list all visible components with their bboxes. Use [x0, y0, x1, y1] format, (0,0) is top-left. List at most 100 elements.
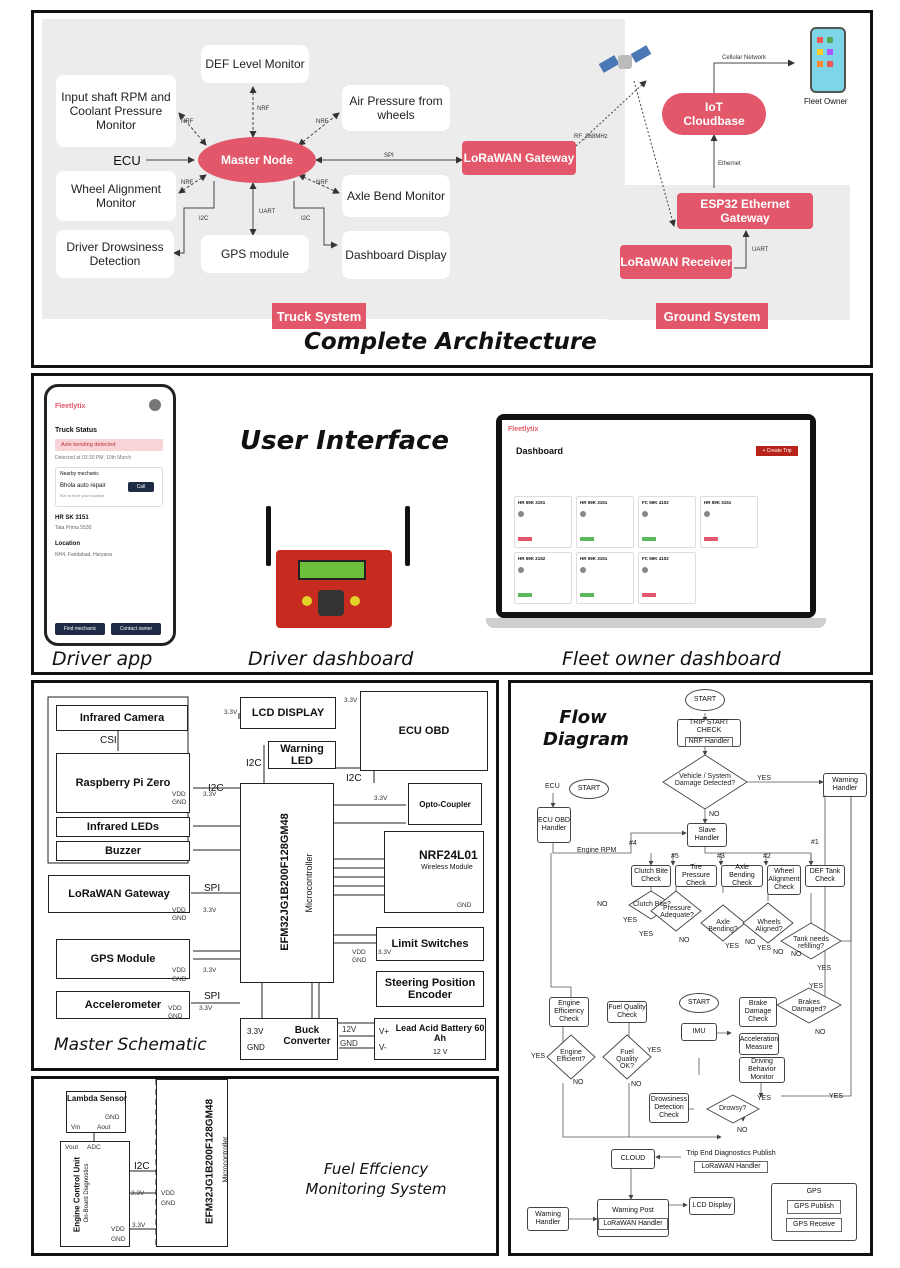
avatar [642, 511, 648, 517]
find-mechanic-button[interactable]: Find mechanic [55, 623, 105, 635]
no-label: NO [737, 1127, 748, 1134]
gps-block: GPS Module [56, 939, 190, 979]
no-label: NO [573, 1079, 584, 1086]
trip-start-node: TRIP START CHECK NRF Handler [677, 719, 741, 747]
yes-label: YES [531, 1053, 546, 1060]
buck-label: Buck Converter [283, 1025, 331, 1047]
create-trip-button[interactable]: + Create Trip [756, 446, 798, 456]
antenna-right-icon [405, 506, 410, 566]
axle-diamond [700, 904, 746, 942]
dashboard-display-node: Dashboard Display [342, 231, 450, 279]
avatar [704, 511, 710, 517]
gps-node: GPS module [201, 235, 309, 273]
mechanic-name: Bhola auto repair [60, 483, 106, 489]
accel-33v: 3.3V [199, 1005, 213, 1012]
spi-label: SPI [384, 153, 394, 159]
app-brand: Fleetlytix [55, 403, 86, 410]
flow-title: Flow Diagram [543, 707, 629, 750]
battery-vplus: V+ [379, 1027, 390, 1036]
lcd-display-node: LCD Display [689, 1197, 735, 1215]
yes-label: YES [647, 1047, 662, 1054]
lambda-gnd: GND [105, 1114, 120, 1121]
truck-card[interactable]: FC 59K 4102 [638, 552, 696, 604]
ethernet-label: Ethernet [718, 161, 741, 167]
battery-voltage: 12 V [433, 1049, 448, 1056]
air-pressure-node: Air Pressure from wheels [342, 85, 450, 131]
lora-handler-label: LoRaWAN Handler [694, 1160, 768, 1173]
wheel-alignment-node: Wheel Alignment Monitor [56, 171, 176, 221]
architecture-title: Complete Architecture [304, 329, 597, 355]
rf-label: RF_868MHz [574, 134, 608, 140]
flow-panel: Flow Diagram START TRIP START CHECK NRF … [508, 680, 873, 1256]
gps-publish-label: GPS Publish [787, 1200, 841, 1214]
nrf-label: NRF [257, 106, 270, 112]
nrf-label: NRF [181, 119, 194, 125]
alert-banner: Axle bending detected [55, 439, 163, 451]
spi-label: SPI [204, 991, 221, 1002]
truck-card-id: FC 59K 4102 [642, 500, 669, 505]
ir-leds-block: Infrared LEDs [56, 817, 190, 837]
nrf-title: NRF24L01 [419, 848, 478, 862]
tag-4: #4 [629, 840, 637, 847]
engine-efficiency-check: Engine Efficiency Check [549, 997, 589, 1027]
fuel-mcu-part: EFM32JG1B200F128GM48 [204, 1098, 216, 1225]
yes-label: YES [639, 931, 654, 938]
yes-label: YES [817, 965, 832, 972]
call-button[interactable]: Call [128, 482, 154, 492]
ground-system-ribbon: Ground System [656, 303, 768, 329]
i2c-label: I2C [346, 773, 362, 784]
damage-question: Vehicle / System Damage Detected? [674, 773, 736, 787]
rpi-33v: 3.3V [203, 791, 217, 798]
truck-card[interactable]: HR 59K 2152 [514, 552, 572, 604]
truck-status-heading: Truck Status [55, 427, 98, 434]
buzzer-block: Buzzer [56, 841, 190, 861]
status-badge [704, 537, 718, 541]
ecu-label: ECU [113, 152, 141, 168]
lora-vdd: VDD [172, 907, 186, 914]
contact-owner-button[interactable]: Contact owner [111, 623, 161, 635]
master-node: Master Node [198, 137, 316, 183]
accelerometer-block: Accelerometer [56, 991, 190, 1019]
lcd-33v: 3.3V [224, 709, 238, 716]
avatar[interactable] [149, 399, 161, 411]
gps-receive-label: GPS Receive [785, 1218, 843, 1232]
cellular-label: Cellular Network [722, 55, 767, 61]
fuel-diamond [602, 1034, 652, 1080]
truck-card[interactable]: HR 59K 3151 [576, 496, 634, 548]
truck-card[interactable]: HR 59K 3151 [576, 552, 634, 604]
engine-question: Engine Efficient? [556, 1049, 586, 1063]
limit-vdd: VDD [352, 949, 366, 956]
avatar [580, 567, 586, 573]
ecu-33v: 3.3V [344, 697, 358, 704]
truck-card[interactable]: HR 59K 3151 [514, 496, 572, 548]
tag-5: #5 [671, 853, 679, 860]
battery-vminus: V- [379, 1043, 387, 1052]
truck-card-id: HR 59K 3151 [580, 500, 608, 505]
wheel-diamond [742, 902, 794, 944]
fleet-owner-phone-icon [810, 27, 846, 93]
nrf-label: NRF [181, 180, 194, 186]
drowsy-diamond [706, 1094, 760, 1124]
truck-model: Tata Prima 5530 [55, 525, 92, 531]
lcd-screen [298, 560, 366, 580]
axle-check: Axle Bending Check [721, 864, 763, 887]
avatar [642, 567, 648, 573]
truck-card[interactable]: FC 59K 4102 [638, 496, 696, 548]
truck-card[interactable]: HR 59K 3151 [700, 496, 758, 548]
detected-time: Detected at 03:30 PM, 10th March [55, 455, 132, 461]
cloud-node: CLOUD [611, 1149, 655, 1169]
trip-end-node: Trip End Diagnostics Publish LoRaWAN Han… [683, 1145, 779, 1177]
limit-switches-block: Limit Switches [376, 927, 484, 961]
ui-title: User Interface [240, 426, 450, 456]
spi-label: SPI [204, 883, 221, 894]
opto-33v: 3.3V [374, 795, 388, 802]
i2c-label: I2C [199, 216, 209, 222]
yes-label: YES [757, 945, 772, 952]
nearby-label: Nearby mechanic [60, 471, 99, 477]
fleet-dashboard-laptop: Fleetlytix Dashboard + Create Trip HR 59… [486, 414, 830, 638]
driver-dashboard-caption: Driver dashboard [248, 648, 414, 670]
mechanic-card: Nearby mechanic Bhola auto repair 900 m … [55, 467, 163, 507]
damage-diamond [662, 754, 748, 810]
lora-handler-label: LoRaWAN Handler [598, 1217, 668, 1230]
location-label: Location [55, 541, 80, 547]
